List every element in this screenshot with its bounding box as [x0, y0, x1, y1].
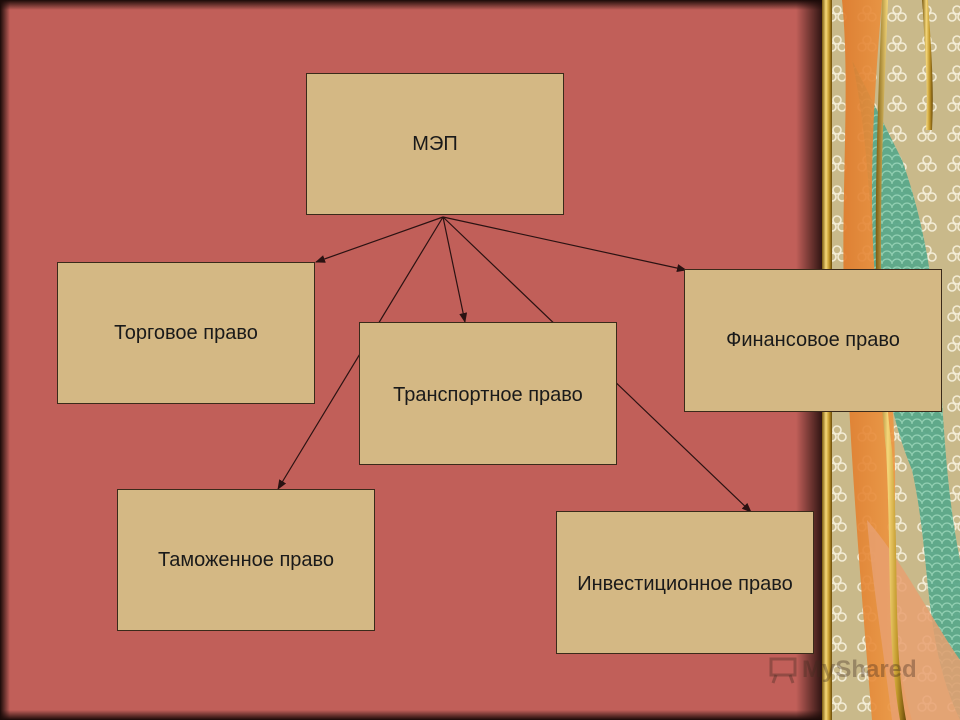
watermark-text: MyShared — [802, 656, 917, 683]
background-shadow — [0, 710, 826, 720]
node-mep-label: МЭП — [412, 132, 458, 155]
node-customs-law: Таможенное право — [117, 489, 375, 631]
node-finance-law: Финансовое право — [684, 269, 942, 412]
presentation-board-icon — [769, 657, 797, 684]
node-trade-law: Торговое право — [57, 262, 315, 404]
background-shadow — [0, 0, 10, 720]
watermark: MyShared — [768, 655, 917, 685]
node-investment-law-label: Инвестиционное право — [577, 573, 793, 595]
node-trade-law-label: Торговое право — [114, 321, 258, 344]
node-finance-law-label: Финансовое право — [726, 329, 900, 351]
node-mep: МЭП — [306, 73, 564, 215]
background-shadow — [0, 0, 826, 10]
node-investment-law: Инвестиционное право — [556, 511, 814, 654]
node-customs-law-label: Таможенное право — [157, 548, 335, 571]
node-transport-law: Транспортное право — [359, 322, 617, 465]
node-transport-law-label: Транспортное право — [393, 384, 583, 406]
